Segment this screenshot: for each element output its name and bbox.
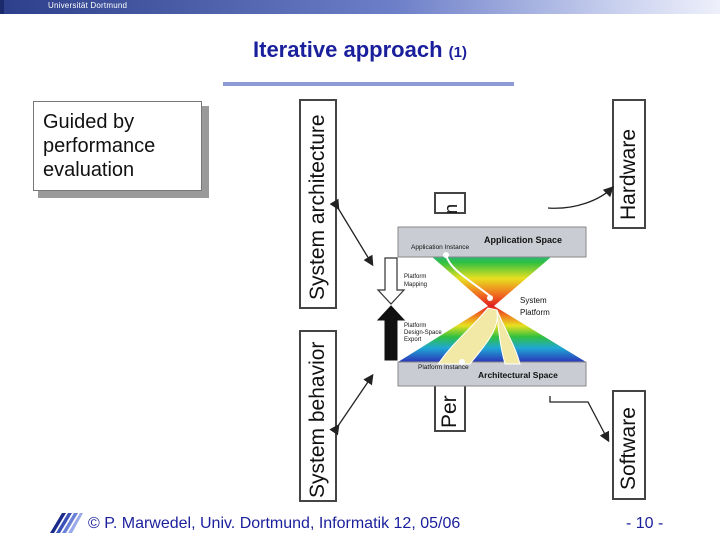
behavior-double-arrow [329,373,374,436]
callout-line: performance [43,135,156,157]
arch-double-arrow [329,198,374,267]
platform-mapping-label: Platform [404,274,426,280]
architectural-space-label: Architectural Space [478,370,558,380]
partial-box-top [434,192,466,214]
system-platform-label: System [520,296,547,305]
mapping-path [445,254,491,297]
title-underline [223,82,514,86]
platform-dse-label: Design-Space [404,330,442,336]
application-space-label: Application Space [484,235,562,245]
page-number: - 10 - [626,515,664,532]
header-bar [0,0,720,14]
performance-box [434,384,466,432]
architectural-space-band [397,361,587,387]
hardware-box [612,99,646,229]
hardware-connector [547,186,614,209]
application-instance-label: Application Instance [411,244,470,251]
footer-credit: © P. Marwedel, Univ. Dortmund, Informati… [88,515,461,532]
explore-region [437,307,498,365]
header-corner-mark [0,0,4,14]
application-instance-dot [443,252,449,258]
slide-title-suffix: (1) [448,44,467,61]
slide-title: Iterative approach (1) [0,37,720,63]
platform-dse-label: Platform [404,323,426,329]
university-logo-icon [50,513,83,533]
university-name: Universität Dortmund [48,1,128,10]
explore-up-arrow [376,305,406,361]
callout-line: Guided by [43,111,135,133]
platform-dse-label: Export [404,337,422,343]
explore-region [496,309,521,365]
mapping-down-arrow [376,257,406,305]
application-space-band [397,226,587,258]
slide-title-text: Iterative approach [253,37,443,62]
system-platform-dot [487,295,493,301]
software-box [612,390,646,500]
platform-instance-label: Platform Instance [418,364,469,371]
callout-box: Guided by performance evaluation [33,101,202,191]
callout-line: evaluation [43,159,135,181]
platform-mapping-label: Mapping [404,282,427,288]
software-connector [549,396,610,443]
platform-instance-dot [459,359,465,365]
system-platform-label: Platform [520,308,550,317]
